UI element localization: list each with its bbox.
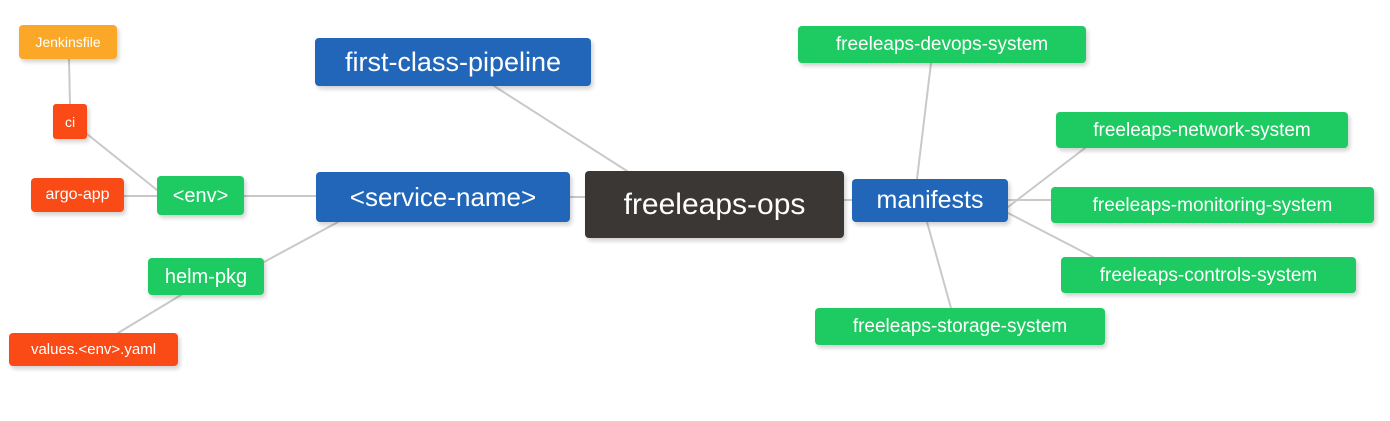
node-label: <env> xyxy=(172,184,229,207)
node-label: freeleaps-ops xyxy=(623,187,806,221)
node-first-class-pipeline[interactable]: first-class-pipeline xyxy=(315,38,591,86)
node-label: Jenkinsfile xyxy=(35,34,101,50)
node-label: freeleaps-devops-system xyxy=(835,34,1049,55)
node-label: freeleaps-network-system xyxy=(1093,119,1311,141)
node-freeleaps-monitoring-system[interactable]: freeleaps-monitoring-system xyxy=(1051,187,1374,223)
node-freeleaps-network-system[interactable]: freeleaps-network-system xyxy=(1056,112,1348,148)
edge-manifests-to-freeleaps-storage-system xyxy=(926,221,952,309)
edge-first-class-pipeline-to-freeleaps-ops xyxy=(493,85,628,172)
node-freeleaps-controls-system[interactable]: freeleaps-controls-system xyxy=(1061,257,1356,293)
node-label: freeleaps-monitoring-system xyxy=(1092,194,1333,216)
edge-values-yaml-to-helm-pkg xyxy=(117,294,182,334)
node-freeleaps-devops-system[interactable]: freeleaps-devops-system xyxy=(798,26,1086,63)
edge-manifests-to-freeleaps-devops-system xyxy=(916,62,932,180)
node-env[interactable]: <env> xyxy=(157,176,244,215)
node-label: freeleaps-controls-system xyxy=(1099,264,1318,286)
node-helm-pkg[interactable]: helm-pkg xyxy=(148,258,264,295)
node-label: freeleaps-storage-system xyxy=(852,316,1068,337)
node-label: helm-pkg xyxy=(164,265,248,288)
node-freeleaps-ops[interactable]: freeleaps-ops xyxy=(585,171,844,238)
node-argo-app[interactable]: argo-app xyxy=(31,178,124,212)
node-manifests[interactable]: manifests xyxy=(852,179,1008,222)
node-service-name[interactable]: <service-name> xyxy=(316,172,570,222)
edge-jenkinsfile-to-ci xyxy=(68,58,71,105)
node-label: <service-name> xyxy=(349,182,537,212)
node-ci[interactable]: ci xyxy=(53,104,87,139)
edge-helm-pkg-to-service-name xyxy=(263,221,339,263)
node-label: first-class-pipeline xyxy=(344,46,562,77)
node-jenkinsfile[interactable]: Jenkinsfile xyxy=(19,25,117,59)
node-label: argo-app xyxy=(45,186,110,203)
node-label: ci xyxy=(64,113,76,130)
node-freeleaps-storage-system[interactable]: freeleaps-storage-system xyxy=(815,308,1105,345)
node-label: manifests xyxy=(876,186,984,214)
node-label: values.<env>.yaml xyxy=(30,341,157,358)
node-values-yaml[interactable]: values.<env>.yaml xyxy=(9,333,178,366)
